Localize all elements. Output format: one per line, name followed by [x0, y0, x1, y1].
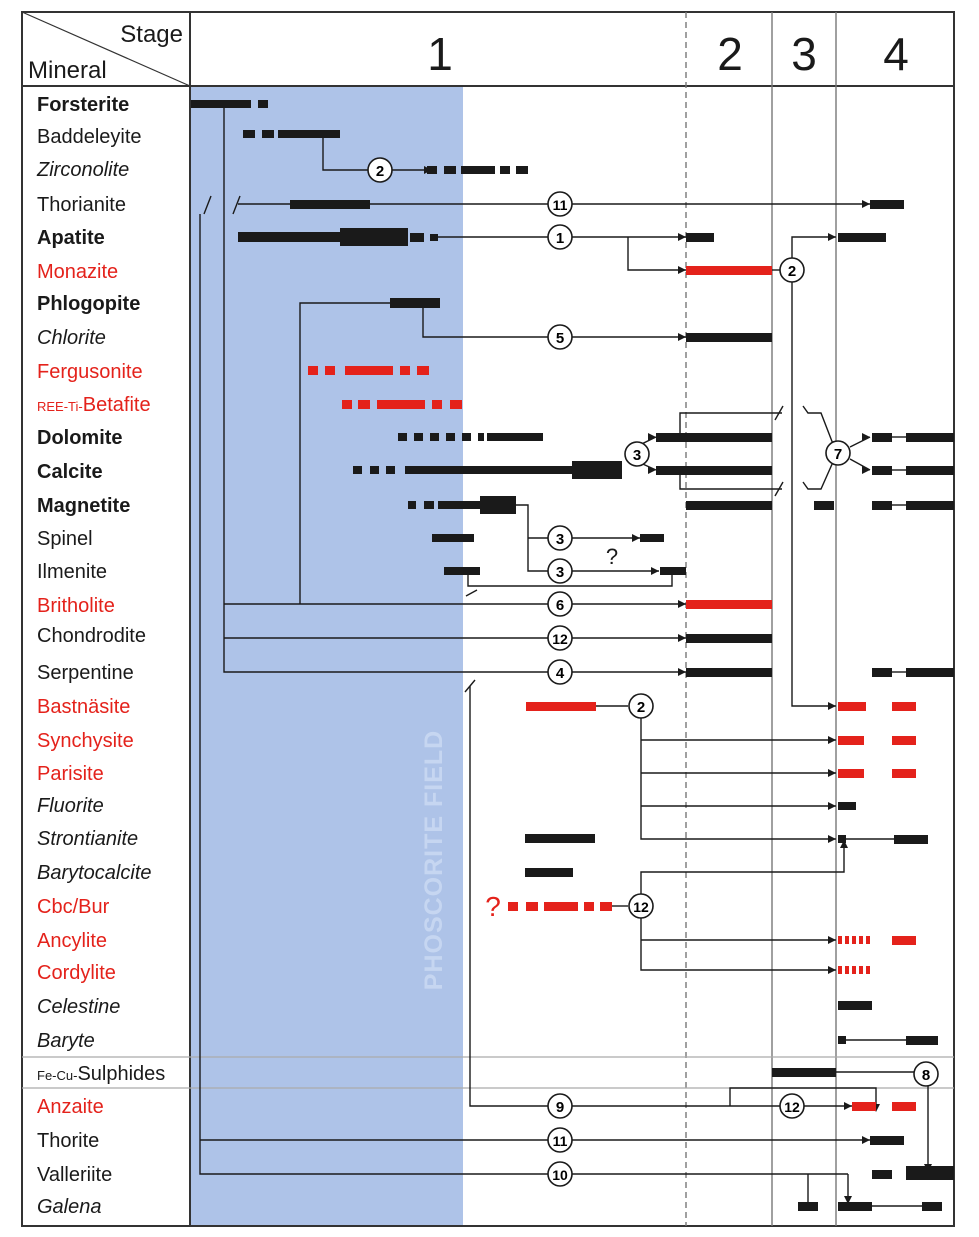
phoscorite-field [191, 86, 463, 1226]
svg-text:5: 5 [556, 330, 564, 347]
svg-text:2: 2 [788, 263, 796, 280]
svg-text:2: 2 [637, 699, 645, 716]
mineral-label: Fergusonite [37, 361, 143, 383]
mineral-label: Thorianite [37, 194, 126, 216]
reaction-marker: 11 [547, 1127, 573, 1153]
mineral-label: Bastnäsite [37, 696, 130, 718]
phoscorite-field-label: PHOSCORITE FIELD [420, 730, 448, 990]
mineral-label: Strontianite [37, 828, 138, 850]
svg-text:3: 3 [556, 531, 564, 548]
reaction-marker: 8 [913, 1061, 939, 1087]
reaction-marker: 12 [779, 1093, 805, 1119]
mineral-label: Monazite [37, 261, 118, 283]
reaction-marker: 1 [547, 224, 573, 250]
reaction-marker: 2 [779, 257, 805, 283]
stage-2-label: 2 [717, 28, 743, 80]
reaction-marker: 3 [547, 558, 573, 584]
reaction-marker: 4 [547, 659, 573, 685]
mineral-label: Valleriite [37, 1164, 112, 1186]
mineral-label: Synchysite [37, 730, 134, 752]
uncertain-marker: ? [606, 544, 618, 569]
reaction-marker: 10 [547, 1161, 573, 1187]
stage-3-label: 3 [791, 28, 817, 80]
svg-text:11: 11 [553, 1133, 568, 1149]
mineral-label: Magnetite [37, 495, 130, 517]
svg-text:12: 12 [552, 631, 568, 647]
mineral-header-label: Mineral [28, 57, 107, 84]
svg-text:6: 6 [556, 597, 564, 614]
mineral-label: Dolomite [37, 427, 123, 449]
reaction-marker: 7 [825, 440, 851, 466]
mineral-label: Galena [37, 1196, 102, 1218]
svg-text:4: 4 [556, 665, 565, 682]
mineral-label: Phlogopite [37, 293, 140, 315]
mineral-label: Zirconolite [36, 159, 129, 181]
mineral-label: REE-Ti-Betafite [37, 394, 151, 416]
reaction-marker: 3 [547, 525, 573, 551]
mineral-label: Parisite [37, 763, 104, 785]
mineral-label: Fe-Cu-Sulphides [37, 1063, 165, 1085]
stage-4-label: 4 [883, 28, 909, 80]
svg-text:8: 8 [922, 1067, 930, 1084]
mineral-label: Spinel [37, 528, 93, 550]
mineral-label: Chlorite [37, 327, 106, 349]
mineral-label: Barytocalcite [37, 862, 152, 884]
svg-text:10: 10 [552, 1167, 568, 1183]
stage-1-label: 1 [427, 28, 453, 80]
occurrence-bars [191, 100, 954, 1211]
mineral-label: Calcite [37, 461, 103, 483]
mineral-label: Cordylite [37, 962, 116, 984]
svg-text:9: 9 [556, 1099, 564, 1116]
mineral-label: Celestine [37, 996, 120, 1018]
reaction-markers: 2 11 1 2 5 3 7 3 3 6 12 4 2 12 9 12 8 11… [367, 157, 939, 1187]
arrowheads [424, 166, 932, 1204]
reaction-marker: 3 [624, 441, 650, 467]
reaction-marker: 2 [367, 157, 393, 183]
svg-text:3: 3 [556, 564, 564, 581]
mineral-label: Britholite [37, 595, 115, 617]
svg-text:2: 2 [376, 163, 384, 180]
mineral-label: Thorite [37, 1130, 99, 1152]
svg-text:12: 12 [784, 1099, 800, 1115]
mineral-label: Baryte [37, 1030, 95, 1052]
mineral-label: Chondrodite [37, 625, 146, 647]
stage-header-label: Stage [120, 21, 183, 48]
reaction-marker: 12 [547, 625, 573, 651]
mineral-label: Apatite [37, 227, 105, 249]
mineral-labels: ForsteriteBaddeleyiteZirconoliteThoriani… [36, 94, 165, 1218]
svg-text:11: 11 [553, 197, 568, 213]
mineral-label: Anzaite [37, 1096, 104, 1118]
mineral-label: Serpentine [37, 662, 134, 684]
mineral-label: Cbc/Bur [37, 896, 110, 918]
mineral-label: Forsterite [37, 94, 129, 116]
mineral-label: Baddeleyite [37, 126, 142, 148]
uncertain-marker: ? [485, 891, 501, 922]
reaction-marker: 6 [547, 591, 573, 617]
mineral-label: Ilmenite [37, 561, 107, 583]
svg-text:1: 1 [556, 230, 564, 247]
grid [21, 11, 955, 1227]
reaction-marker: 11 [547, 191, 573, 217]
reaction-marker: 2 [628, 693, 654, 719]
svg-text:7: 7 [834, 446, 842, 463]
reaction-marker: 9 [547, 1093, 573, 1119]
svg-text:12: 12 [633, 899, 649, 915]
mineral-label: Ancylite [37, 930, 107, 952]
mineral-label: Fluorite [37, 795, 104, 817]
svg-text:3: 3 [633, 447, 641, 464]
reaction-marker: 12 [628, 893, 654, 919]
reaction-marker: 5 [547, 324, 573, 350]
connector-lines [199, 104, 929, 1207]
